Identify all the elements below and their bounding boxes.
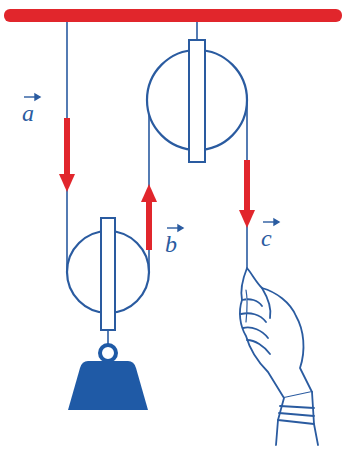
weight xyxy=(68,345,148,410)
ceiling-bar xyxy=(4,9,342,22)
vector-marks xyxy=(24,94,279,231)
vector-label: a xyxy=(22,101,34,125)
vector-label: c xyxy=(261,226,272,250)
ropes xyxy=(67,22,247,346)
vector-label: b xyxy=(165,232,177,256)
fixed-pulley xyxy=(147,40,247,162)
movable-pulley xyxy=(67,218,149,330)
hand xyxy=(240,268,318,445)
force-arrows xyxy=(59,118,255,250)
